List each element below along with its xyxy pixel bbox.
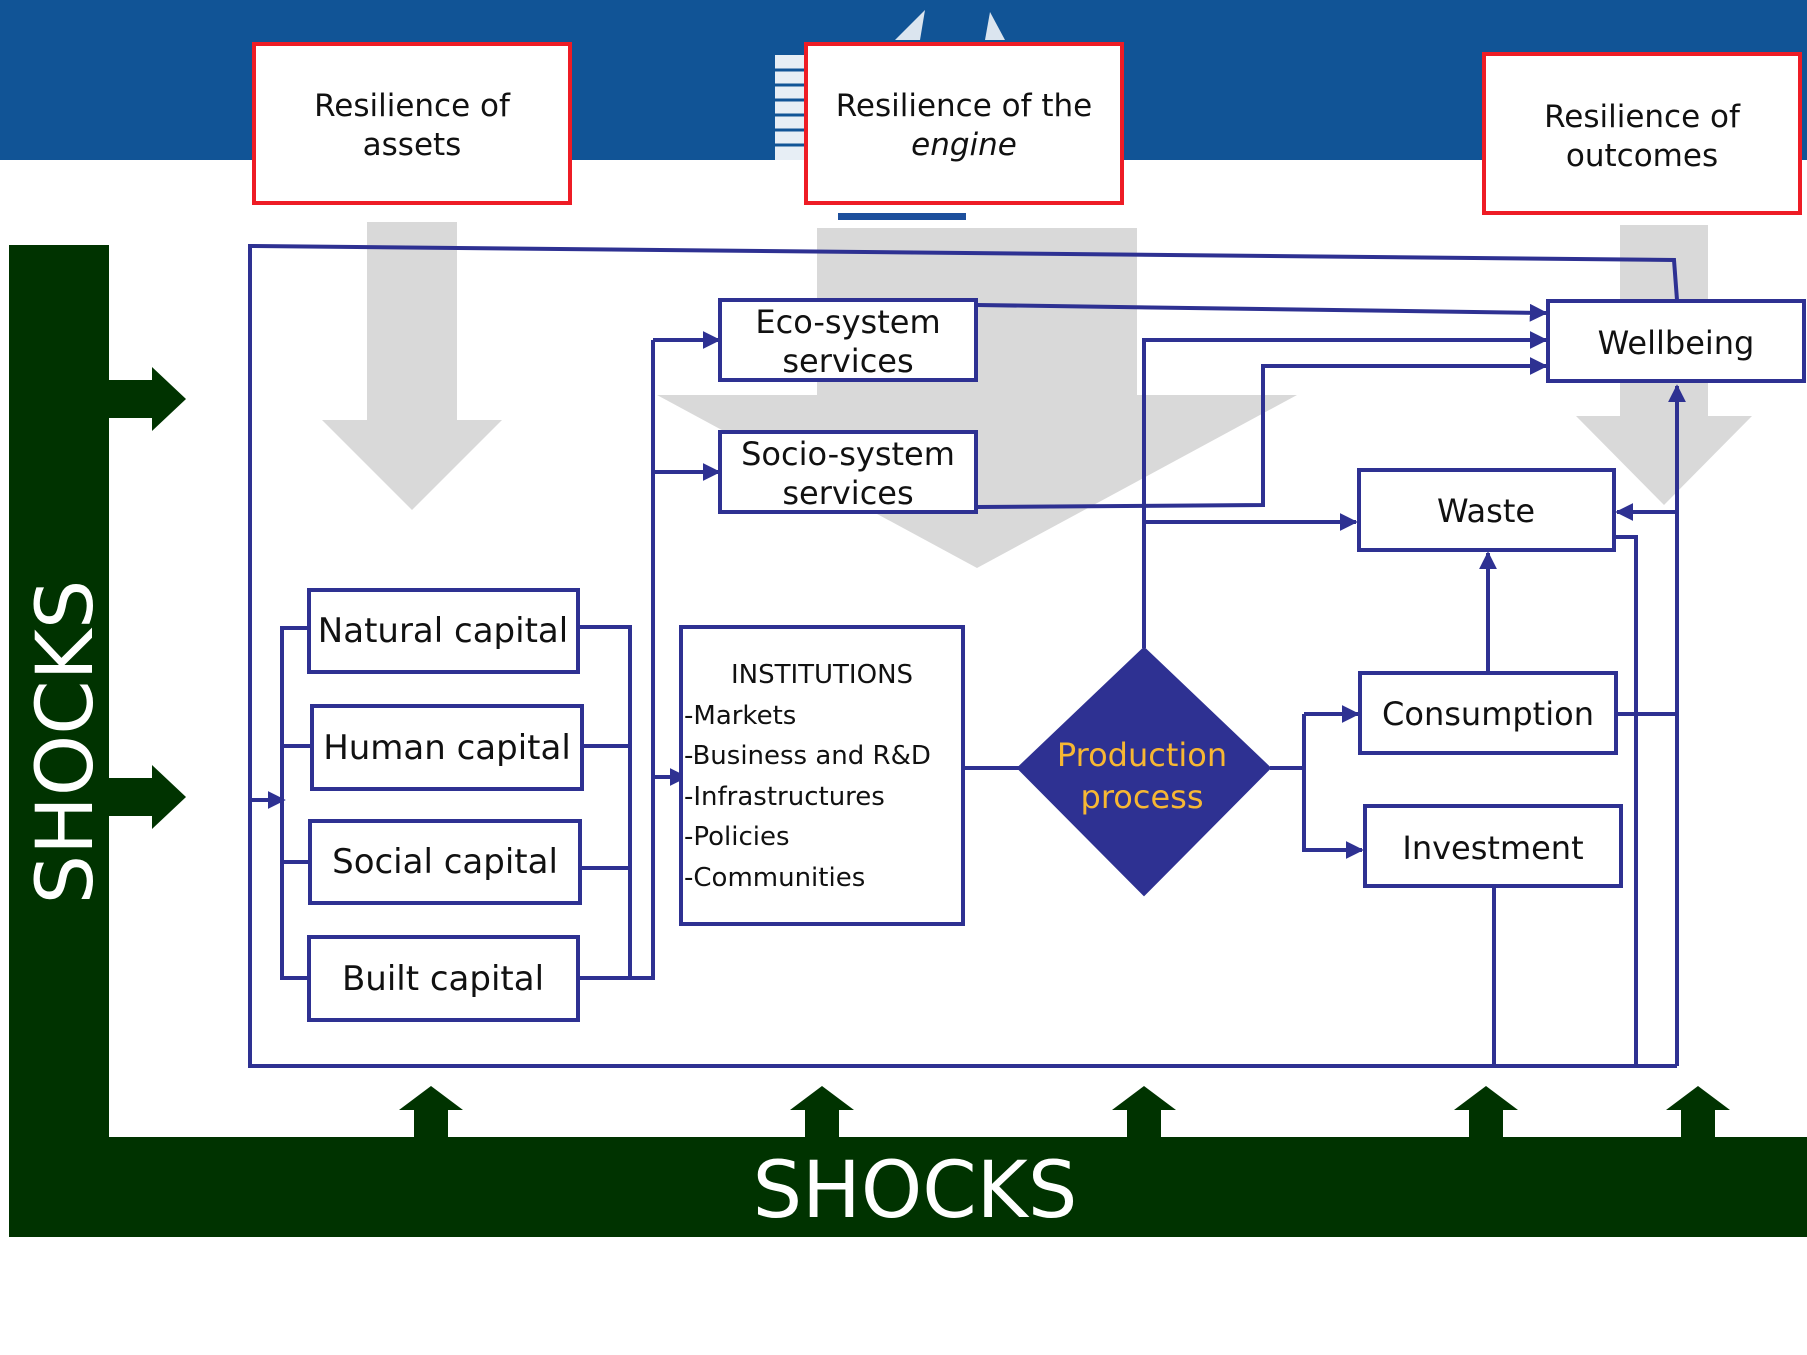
connectors — [248, 243, 1686, 1068]
resilience-engine-line2: engine — [911, 127, 1017, 163]
shock-arrow-up-4 — [1454, 1086, 1518, 1140]
institutions-item: -Policies — [684, 822, 790, 852]
capitals-right-bracket — [578, 625, 632, 980]
shock-arrow-right-lower — [105, 765, 186, 829]
socio-system-services-box: Socio-system services — [718, 430, 978, 514]
arrow-to-investment — [1302, 768, 1364, 859]
eco-services-line2: services — [782, 342, 913, 380]
shock-arrow-up-5 — [1666, 1086, 1730, 1140]
investment-box: Investment — [1363, 804, 1623, 888]
waste-label: Waste — [1437, 492, 1535, 530]
shocks-vertical-label: SHOCKS — [21, 580, 111, 905]
eco-system-services-box: Eco-system services — [718, 298, 978, 382]
waste-to-loop-line — [1614, 535, 1638, 1066]
shocks-vertical-bar — [9, 245, 109, 1237]
emblem-decoration — [775, 10, 1005, 223]
resilience-engine-line1: Resilience of the — [836, 88, 1093, 124]
shock-arrow-up-1 — [399, 1086, 463, 1140]
institutions-item: -Communities — [684, 863, 865, 893]
institutions-box: INSTITUTIONS -Markets -Business and R&D … — [679, 625, 965, 926]
production-line2: process — [1081, 778, 1204, 816]
institutions-item: -Business and R&D — [684, 741, 931, 771]
capitals-left-bracket — [280, 626, 309, 980]
wellbeing-label: Wellbeing — [1598, 324, 1755, 362]
resilience-outcomes-line2: outcomes — [1566, 138, 1718, 174]
production-to-outputs-line — [1270, 714, 1306, 770]
institutions-item: -Infrastructures — [684, 782, 885, 812]
shock-arrow-up-2 — [790, 1086, 854, 1140]
investment-label: Investment — [1402, 829, 1583, 867]
resilience-assets-box: Resilience of assets — [252, 42, 572, 205]
grey-arrow-engine — [657, 228, 1297, 568]
built-capital-box: Built capital — [307, 935, 580, 1022]
human-capital-box: Human capital — [310, 704, 584, 791]
built-capital-label: Built capital — [342, 959, 544, 999]
feedback-loop-line — [248, 243, 1679, 1068]
shock-arrow-up-3 — [1112, 1086, 1176, 1140]
resilience-outcomes-box: Resilience of outcomes — [1482, 52, 1802, 215]
grey-arrow-assets — [322, 222, 502, 510]
production-to-wellbeing-arrow — [1142, 331, 1548, 648]
social-capital-label: Social capital — [332, 842, 558, 882]
resilience-assets-line2: assets — [363, 127, 462, 163]
shock-arrow-right-upper — [105, 367, 186, 431]
shocks-horizontal-label: SHOCKS — [753, 1146, 1078, 1236]
consumption-box: Consumption — [1358, 671, 1618, 755]
wellbeing-box: Wellbeing — [1546, 299, 1806, 383]
consumption-label: Consumption — [1382, 695, 1594, 733]
resilience-assets-line1: Resilience of — [314, 88, 511, 124]
institutions-title: INSTITUTIONS — [731, 660, 913, 690]
social-capital-box: Social capital — [308, 819, 582, 905]
waste-box: Waste — [1357, 468, 1616, 552]
eco-services-line1: Eco-system — [755, 303, 940, 341]
capitals-to-services-line — [630, 340, 655, 980]
resilience-engine-box: Resilience of the engine — [804, 42, 1124, 205]
socio-services-line2: services — [782, 474, 913, 512]
socio-services-line1: Socio-system — [741, 435, 955, 473]
shocks-horizontal-bar — [9, 1137, 1807, 1237]
eco-to-wellbeing-arrow — [976, 303, 1548, 322]
socio-to-wellbeing-arrow — [976, 357, 1548, 509]
human-capital-label: Human capital — [323, 728, 571, 768]
production-line1: Production — [1057, 736, 1227, 774]
production-process-diamond: Production process — [1016, 646, 1272, 897]
resilience-outcomes-line1: Resilience of — [1544, 99, 1741, 135]
natural-capital-label: Natural capital — [318, 611, 568, 651]
natural-capital-box: Natural capital — [307, 588, 580, 674]
institutions-item: -Markets — [684, 701, 796, 731]
